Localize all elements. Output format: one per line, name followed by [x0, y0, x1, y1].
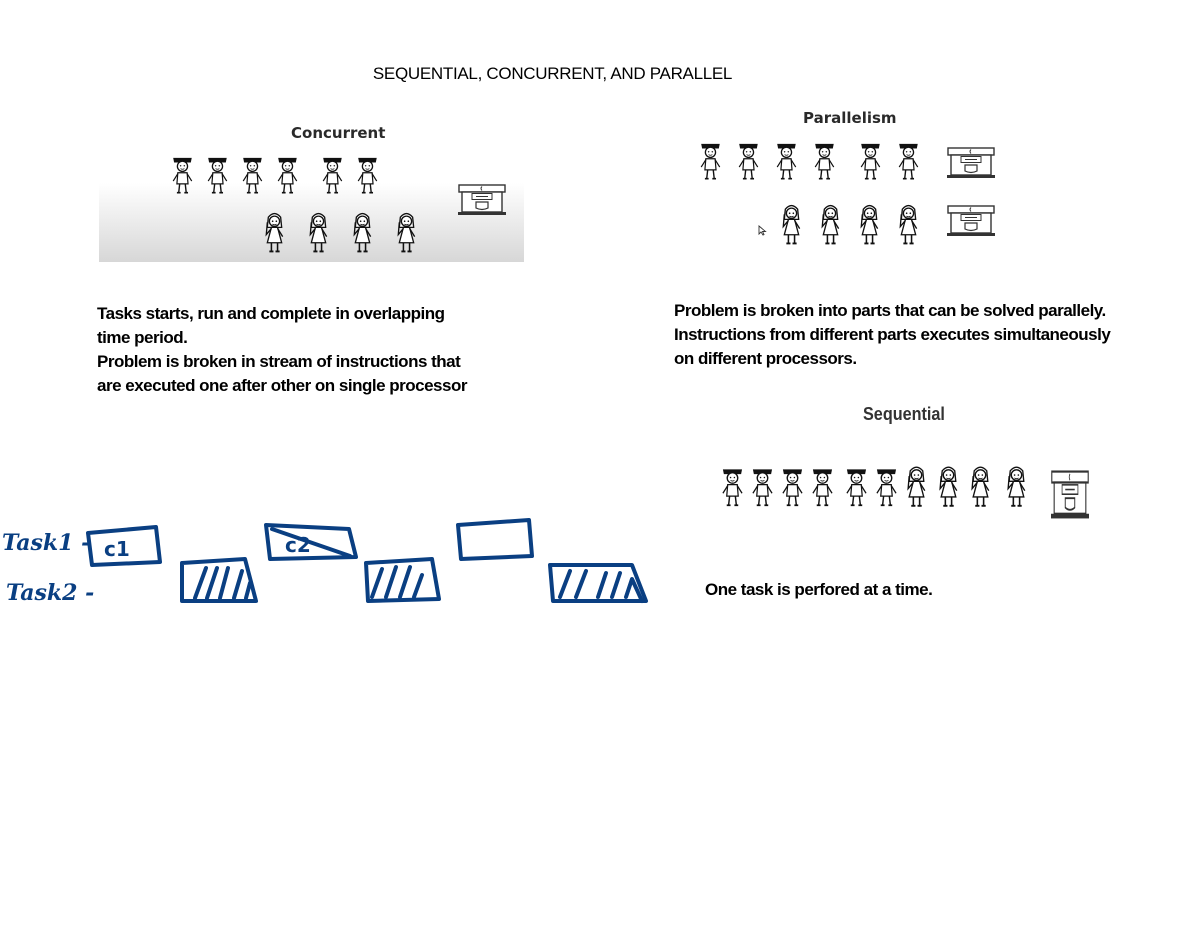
task1-block-c2-strike	[270, 527, 352, 558]
task2-handwritten-label: Task2 -	[6, 580, 94, 606]
parallelism-description-line: on different processors.	[674, 349, 857, 368]
coffee-machine-icon	[1051, 470, 1089, 520]
parallelism-description-line: Problem is broken into parts that can be…	[674, 301, 1106, 320]
task1-block-c2-label: c2	[285, 533, 311, 557]
concurrent-label: Concurrent	[291, 124, 386, 142]
girl-figure-icon	[309, 212, 328, 253]
coffee-machine-icon	[947, 147, 995, 179]
task1-block-empty	[456, 518, 534, 561]
task1-handwritten-label: Task1 -	[2, 530, 90, 556]
parallelism-description-line: Instructions from different parts execut…	[674, 325, 1111, 344]
boy-figure-icon	[876, 468, 897, 507]
task1-block-c2	[264, 523, 358, 561]
sequential-queue-row	[721, 462, 1029, 510]
parallelism-girls-row	[780, 203, 921, 245]
boy-figure-icon	[172, 157, 193, 194]
parallelism-label: Parallelism	[803, 109, 897, 127]
girl-figure-icon	[353, 212, 372, 253]
sequential-description: One task is perfored at a time.	[705, 580, 933, 599]
boy-figure-icon	[776, 143, 797, 180]
coffee-machine-icon	[947, 205, 995, 237]
concurrent-girls-row	[263, 211, 419, 253]
girl-figure-icon	[397, 212, 416, 253]
boy-figure-icon	[752, 468, 773, 507]
girl-figure-icon	[971, 466, 990, 507]
boy-figure-icon	[898, 143, 919, 180]
handwritten-timeline-annotation: Task1 - Task2 - c1 c2	[2, 518, 648, 606]
page-title: SEQUENTIAL, CONCURRENT, AND PARALLEL	[372, 64, 733, 83]
task2-block-2	[364, 557, 441, 603]
task2-block-3	[548, 563, 648, 603]
girl-figure-icon	[782, 204, 801, 245]
boy-figure-icon	[207, 157, 228, 194]
concurrent-description-line: Tasks starts, run and complete in overla…	[97, 304, 445, 323]
boy-figure-icon	[322, 157, 343, 194]
boy-figure-icon	[738, 143, 759, 180]
concurrent-description-line: Problem is broken in stream of instructi…	[97, 352, 461, 371]
boy-figure-icon	[814, 143, 835, 180]
sequential-label: Sequential	[863, 404, 945, 424]
girl-figure-icon	[1007, 466, 1026, 507]
boy-figure-icon	[812, 468, 833, 507]
concurrent-description-line: are executed one after other on single p…	[97, 376, 467, 395]
coffee-machine-icon	[458, 184, 506, 216]
boy-figure-icon	[357, 157, 378, 194]
girl-figure-icon	[939, 466, 958, 507]
concurrent-description: Tasks starts, run and complete in overla…	[97, 302, 467, 398]
parallelism-boys-row	[699, 143, 919, 181]
task1-block-c1	[86, 525, 162, 567]
concurrent-description-line: time period.	[97, 328, 188, 347]
boy-figure-icon	[277, 157, 298, 194]
boy-figure-icon	[846, 468, 867, 507]
boy-figure-icon	[860, 143, 881, 180]
concurrent-boys-row	[171, 157, 378, 195]
girl-figure-icon	[899, 204, 918, 245]
girl-figure-icon	[860, 204, 879, 245]
boy-figure-icon	[722, 468, 743, 507]
task1-block-c1-label: c1	[104, 537, 130, 561]
boy-figure-icon	[782, 468, 803, 507]
task2-block-1	[180, 557, 258, 603]
girl-figure-icon	[907, 466, 926, 507]
girl-figure-icon	[265, 212, 284, 253]
boy-figure-icon	[242, 157, 263, 194]
mouse-cursor-icon	[758, 225, 767, 236]
parallelism-description: Problem is broken into parts that can be…	[674, 299, 1111, 371]
girl-figure-icon	[821, 204, 840, 245]
boy-figure-icon	[700, 143, 721, 180]
